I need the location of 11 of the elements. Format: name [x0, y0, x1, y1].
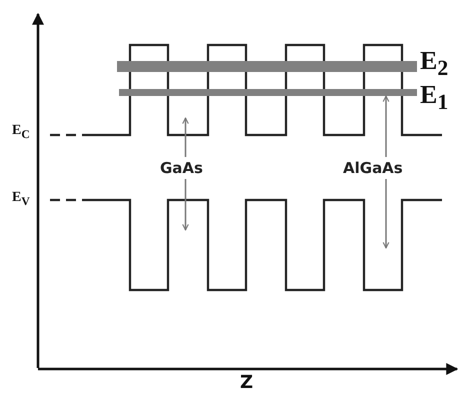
energy-level-label: E$_{2}$: [420, 48, 448, 80]
leader-arrow: [182, 179, 189, 231]
band-edge-label: E$_{C}$: [12, 124, 30, 140]
leader-arrow: [182, 117, 189, 157]
material-label: GaAs: [160, 159, 203, 177]
leader-arrow: [382, 179, 390, 249]
band-edge-label: E$_{V}$: [12, 191, 30, 208]
material-label: AlGaAs: [343, 159, 403, 177]
leader-arrow: [382, 95, 390, 157]
energy-level-label: E$_{1}$: [420, 82, 448, 114]
axis-label: Z: [240, 374, 254, 392]
